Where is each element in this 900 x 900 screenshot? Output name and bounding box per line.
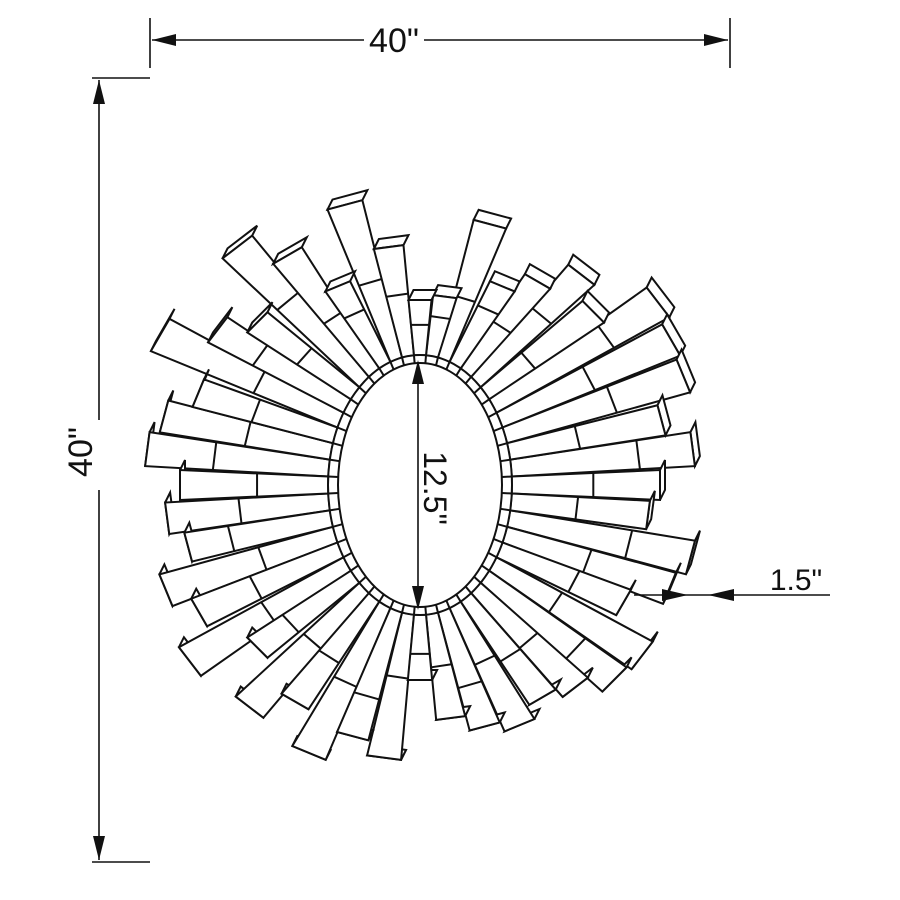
arrow-right-icon [662,589,688,601]
height-dimension: 40" [62,77,150,863]
mirror-rim [327,354,513,616]
ray-division-line [252,370,267,394]
ray-division-line [303,633,323,650]
ray-division-line [430,315,451,320]
ray-division-line [574,496,580,520]
ray-division-line [276,291,300,311]
ray-division-line [211,442,218,471]
ray-division-line [251,343,269,367]
arrow-up-icon [412,360,424,384]
ray-division-line [474,654,496,666]
mirror-glass [337,362,503,608]
ray-division-line [353,691,380,701]
ray-division-line [605,386,618,414]
ray-segment [179,469,330,501]
ray-division-line [477,304,499,316]
ray-division-line [499,648,521,663]
width-label: 40" [369,22,419,60]
ray-division-line [358,277,383,287]
ray-division-line [281,614,300,633]
ray-division-line [318,649,340,664]
arrow-left-icon [152,34,176,46]
ray-division-line [548,592,563,613]
ray-division-line [226,525,236,552]
ray-division-line [237,498,243,524]
arrow-left-icon [708,589,734,601]
ray-division-line [492,320,512,334]
depth-dimension: 1.5" [634,564,830,601]
mirror-height-label: 12.5" [417,451,453,525]
ray-division-line [243,421,252,447]
ray-division-line [581,549,593,574]
ray-division-line [530,306,552,325]
arrow-up-icon [93,80,105,104]
ray-division-line [567,570,581,593]
arrow-down-icon [93,836,105,860]
ray-division-line [248,575,263,600]
ray-division-line [624,530,634,559]
ray-division-line [343,308,365,320]
ray-division-line [565,637,587,660]
width-dimension: 40" [149,18,731,68]
arrow-right-icon [704,34,728,46]
ray-division-line [250,399,261,423]
ray-division-line [430,663,452,669]
arrow-down-icon [412,586,424,610]
ray-division-line [520,352,536,370]
ray-division-line [257,546,268,571]
ray-division-line [573,425,582,449]
ray-division-line [386,674,409,680]
depth-label: 1.5" [770,564,822,597]
ray-depth-face [406,289,439,301]
height-label: 40" [62,427,100,477]
ray-division-line [296,347,313,366]
ray-division-line [595,322,615,349]
ray-division-line [386,292,409,298]
ray-division-line [581,366,596,391]
ray-division-line [333,675,358,688]
mirror-height-dimension: 12.5" [412,360,453,610]
ray-division-line [635,440,641,470]
sunburst-rays [143,188,701,762]
ray-division-line [457,680,482,689]
ray-division-line [518,632,539,649]
